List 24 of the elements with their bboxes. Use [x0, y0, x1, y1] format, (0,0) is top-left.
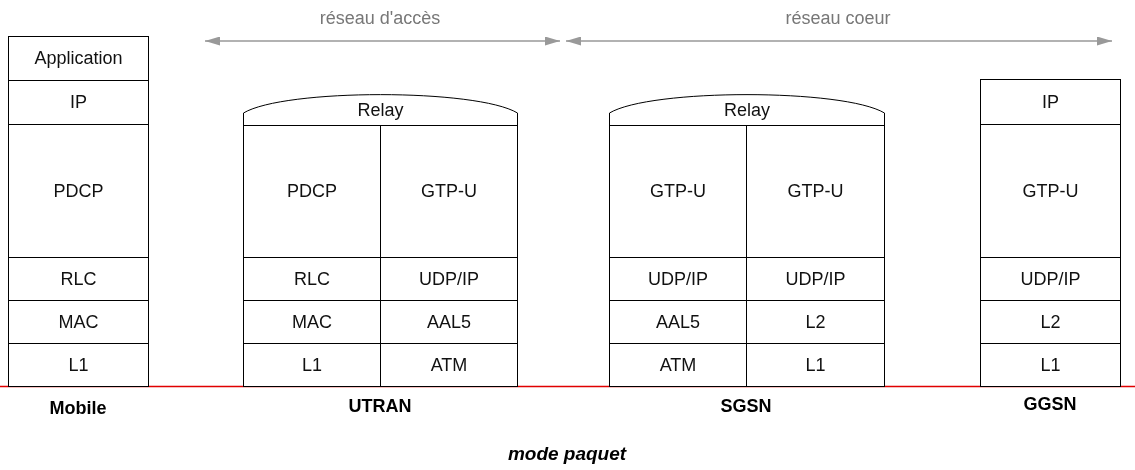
relay-arch-box: Relay — [609, 88, 885, 125]
protocol-layer-box: ATM — [380, 343, 518, 387]
protocol-layer-box: GTP-U — [980, 124, 1121, 258]
node-name-label: GGSN — [1023, 394, 1077, 415]
protocol-layer-box: L1 — [243, 343, 381, 387]
protocol-layer-box: MAC — [8, 300, 149, 344]
protocol-layer-box: L2 — [980, 300, 1121, 344]
node-name-label: Mobile — [49, 398, 107, 419]
network-segment-label: réseau coeur — [785, 8, 891, 29]
protocol-layer-box: ATM — [609, 343, 747, 387]
network-segment-label: réseau d'accès — [319, 8, 441, 29]
protocol-layer-box: L1 — [980, 343, 1121, 387]
protocol-layer-box: IP — [980, 79, 1121, 125]
node-name-label: UTRAN — [348, 396, 412, 417]
protocol-layer-box: PDCP — [8, 124, 149, 258]
caption: mode paquet — [507, 443, 627, 465]
protocol-layer-box: L1 — [8, 343, 149, 387]
protocol-layer-box: UDP/IP — [980, 257, 1121, 301]
protocol-layer-box: L1 — [746, 343, 885, 387]
node-name-label: SGSN — [720, 396, 772, 417]
protocol-layer-box: RLC — [8, 257, 149, 301]
protocol-layer-box: IP — [8, 80, 149, 125]
protocol-layer-box: Application — [8, 36, 149, 81]
relay-arch-box: Relay — [243, 88, 518, 125]
